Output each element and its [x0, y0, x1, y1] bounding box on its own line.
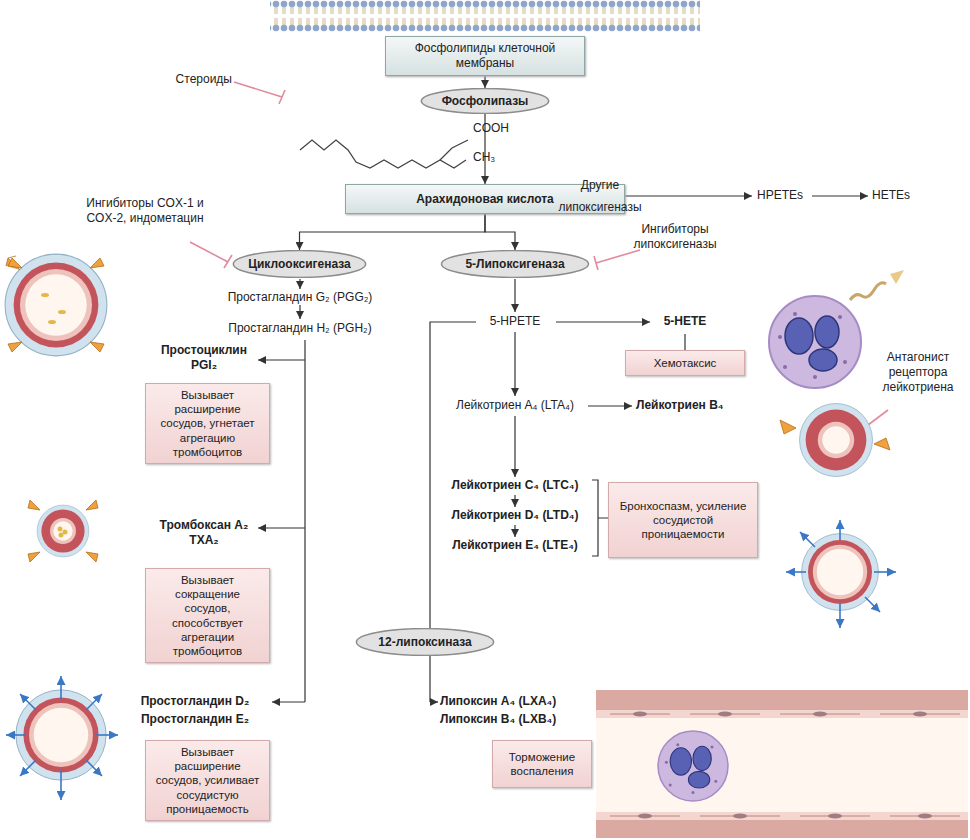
- effect-box: Торможение воспаления: [492, 740, 592, 788]
- text-label: Другие: [560, 178, 640, 193]
- text-label: Липоксин B₄ (LXB₄): [440, 712, 600, 727]
- text-label: Простогландин D₂: [120, 694, 270, 709]
- text-label: Липоксин A₄ (LXA₄): [440, 694, 600, 709]
- text-label: COOH: [473, 121, 523, 136]
- effect-box: Вызывает сокращение сосудов, способствуе…: [145, 568, 270, 663]
- text-label: Простогландин E₂: [120, 712, 270, 727]
- effect-box: Хемотаксис: [625, 350, 745, 376]
- text-label: Простагландин H₂ (PGH₂): [200, 321, 400, 336]
- text-label: Лейкотриен D₄ (LTD₄): [430, 508, 600, 523]
- text-label: Тромбоксан A₂ TXA₂: [150, 518, 258, 548]
- node-text: Вызывает расширение сосудов, усиливает с…: [152, 745, 263, 815]
- effect-box: Вызывает расширение сосудов, усиливает с…: [145, 740, 270, 821]
- node-text: Бронхоспазм, усиление сосудистой проница…: [615, 499, 751, 541]
- text-label: Простагландин G₂ (PGG₂): [200, 290, 400, 305]
- node-text: Арахидоновая кислота: [416, 192, 554, 207]
- text-label: HETEs: [872, 188, 932, 203]
- node-text: Торможение воспаления: [499, 750, 585, 778]
- text-label: Ингибиторы COX-1 и COX-2, индометацин: [75, 196, 215, 226]
- text-label: липоксигеназы: [540, 200, 660, 215]
- node-text: Фосфолипиды клеточной мембраны: [386, 41, 584, 70]
- enzyme-ellipse: Фосфолипазы: [420, 88, 550, 114]
- text-label: Лейкотриен B₄: [636, 398, 756, 413]
- text-label: Лейкотриен C₄ (LTC₄): [430, 478, 600, 493]
- text-label: Простоциклин PGI₂: [150, 343, 258, 373]
- enzyme-ellipse: 5-Липоксигеназа: [440, 250, 590, 278]
- node-text: 12-липоксиназа: [378, 635, 471, 650]
- membrane-box: Фосфолипиды клеточной мембраны: [385, 36, 585, 76]
- text-label: Ингибиторы липоксигеназы: [615, 222, 735, 252]
- text-label: 5-HETE: [645, 314, 725, 329]
- text-label: Лейкотриен A₄ (LTA₄): [440, 398, 590, 413]
- node-text: Вызывает расширение сосудов, угнетает аг…: [152, 388, 263, 458]
- node-text: Фосфолипазы: [442, 94, 529, 109]
- text-label: Стероиды: [150, 72, 232, 87]
- enzyme-ellipse: Циклооксигеназа: [232, 250, 367, 278]
- text-label: CH₃: [473, 150, 513, 165]
- effect-box: Бронхоспазм, усиление сосудистой проница…: [608, 482, 758, 558]
- pathway-arrow: [485, 214, 515, 250]
- text-label: Антагонист рецептора лейкотриена: [872, 350, 964, 395]
- pathway-arrow: [484, 76, 485, 88]
- node-text: Циклооксигеназа: [248, 257, 351, 272]
- text-label: 5-HPETE: [475, 314, 555, 329]
- node-text: 5-Липоксигеназа: [465, 257, 564, 272]
- text-label: Лейкотриен E₄ (LTE₄): [430, 538, 600, 553]
- enzyme-ellipse: 12-липоксиназа: [355, 628, 495, 656]
- node-text: Вызывает сокращение сосудов, способствуе…: [152, 573, 263, 657]
- text-label: HPETEs: [757, 188, 817, 203]
- effect-box: Вызывает расширение сосудов, угнетает аг…: [145, 383, 270, 464]
- node-text: Хемотаксис: [654, 356, 717, 370]
- pathway-arrow: [300, 214, 486, 250]
